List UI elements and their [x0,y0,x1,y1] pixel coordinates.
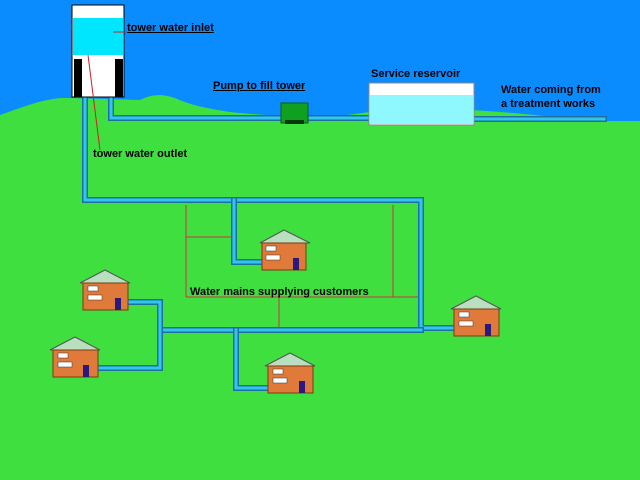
mains-label: Water mains supplying customers [190,286,369,298]
tower-water [73,18,123,55]
house-window [458,320,474,327]
house-door [83,365,89,377]
house-window [265,254,281,261]
house-window [458,311,470,318]
treatment-label-line1: Water coming from [501,84,601,96]
label-pointers [87,31,126,151]
house-window [87,285,99,292]
house-window [57,352,69,359]
tower-leg [74,59,82,97]
house [259,229,311,271]
service-reservoir [368,82,475,126]
house [49,336,101,378]
reservoir-water [370,95,473,124]
house-window [87,294,103,301]
pipe [234,328,270,390]
house-door [293,258,299,270]
house-window [272,377,288,384]
pump-base [285,120,304,124]
tower-leg [115,59,123,97]
pipe [83,53,454,330]
house-door [115,298,121,310]
house-window [265,245,277,252]
house [79,269,131,311]
pointer-line [87,54,101,151]
pipe [232,198,265,264]
house-door [299,381,305,393]
reservoir-label: Service reservoir [371,68,461,80]
house-door [485,324,491,336]
house-window [57,361,73,368]
pipe [96,300,162,370]
house-window [272,368,284,375]
tower-inlet-label: tower water inlet [127,22,214,34]
mains-outline [185,205,420,327]
treatment-label-line2: a treatment works [501,98,596,110]
ground [0,95,640,480]
house [450,295,502,337]
tower-outlet-label: tower water outlet [93,148,188,160]
pump-label: Pump to fill tower [213,80,306,92]
water-tower [71,4,125,98]
house [264,352,316,394]
